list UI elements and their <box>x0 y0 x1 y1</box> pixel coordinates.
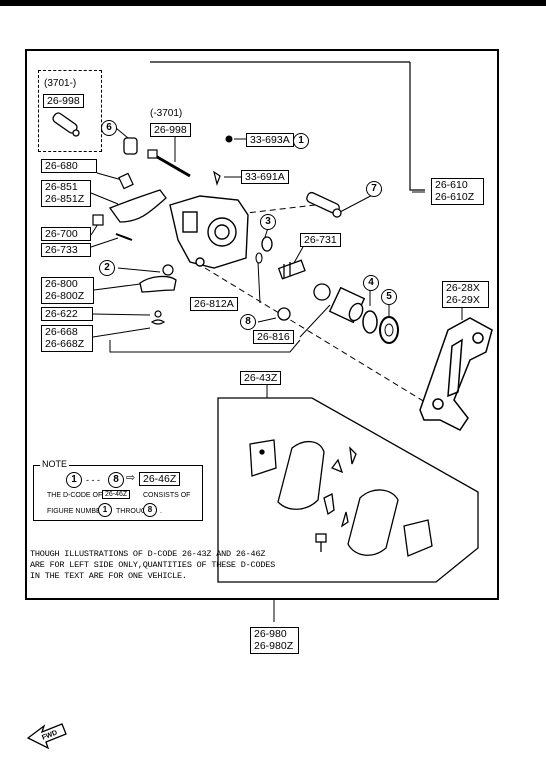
note-line2-n8: 8 <box>143 503 157 517</box>
note-part-code-26-46z[interactable]: 26-46Z <box>139 472 181 486</box>
part-code-26-816[interactable]: 26-816 <box>253 330 294 344</box>
part-code-26-43z[interactable]: 26-43Z <box>240 371 282 385</box>
part-code-26-28x-group[interactable]: 26-28X 26-29X <box>442 281 489 308</box>
part-code-26-800-group[interactable]: 26-800 26-800Z <box>41 277 94 304</box>
figure-number-4: 4 <box>363 275 379 291</box>
part-code-26-668: 26-668 <box>45 326 78 338</box>
adjuster-part <box>277 259 306 280</box>
part-code-26-610: 26-610 <box>435 179 468 191</box>
figure-number-3: 3 <box>260 214 276 230</box>
part-code-26-700[interactable]: 26-700 <box>41 227 91 241</box>
pad-kit-outline <box>217 397 479 583</box>
part-code-33-693a[interactable]: 33-693A <box>246 133 294 147</box>
caption-line-1: THOUGH ILLUSTRATIONS OF D-CODE 26-43Z AN… <box>30 549 266 559</box>
caption-line-3: IN THE TEXT ARE FOR ONE VEHICLE. <box>30 571 187 581</box>
range-from-label: (3701-) <box>44 78 77 89</box>
note-title: NOTE <box>40 459 70 469</box>
part-code-26-668z: 26-668Z <box>45 338 85 350</box>
note-line2-end: . <box>160 508 162 515</box>
note-line2-n1: 1 <box>98 503 112 517</box>
note-range-start: 1 <box>66 472 82 488</box>
figure-number-5: 5 <box>381 289 397 305</box>
part-code-26-610-group[interactable]: 26-610 26-610Z <box>431 178 484 205</box>
caliper-group-outline <box>409 62 425 191</box>
note-box <box>33 465 203 521</box>
part-code-26-610z: 26-610Z <box>435 191 475 203</box>
note-line1-b: CONSISTS OF <box>143 492 191 499</box>
part-code-26-998-a[interactable]: 26-998 <box>43 94 84 108</box>
figure-number-8: 8 <box>240 314 256 330</box>
mounting-support-part <box>419 317 493 431</box>
part-code-26-800: 26-800 <box>45 278 78 290</box>
bushing-part <box>123 137 138 155</box>
part-code-26-980z: 26-980Z <box>254 640 294 652</box>
range-to-label: (-3701) <box>150 108 183 119</box>
part-code-26-998-b[interactable]: 26-998 <box>150 123 191 137</box>
part-code-26-29x: 26-29X <box>446 294 480 306</box>
brake-pad-set <box>249 439 433 557</box>
part-code-26-812a[interactable]: 26-812A <box>190 297 238 311</box>
piston-seal-part <box>362 310 378 334</box>
part-code-26-731[interactable]: 26-731 <box>300 233 341 247</box>
piston-part <box>328 286 366 324</box>
part-code-26-680[interactable]: 26-680 <box>41 159 97 173</box>
bleeder-part <box>306 191 342 218</box>
note-line2-a: FIGURE NUMBERS <box>47 508 111 515</box>
figure-number-7: 7 <box>366 181 382 197</box>
figure-number-1: 1 <box>293 133 309 149</box>
fwd-arrow-icon <box>26 723 67 750</box>
note-range-end: 8 <box>108 472 124 488</box>
nut-part <box>277 307 291 321</box>
note-line2-b: THROUGH <box>116 508 152 515</box>
part-code-26-28x: 26-28X <box>446 282 480 294</box>
part-code-26-800z: 26-800Z <box>45 290 85 302</box>
top-black-bar <box>0 0 546 6</box>
part-code-33-691a[interactable]: 33-691A <box>241 170 289 184</box>
part-code-26-980-group[interactable]: 26-980 26-980Z <box>250 627 299 654</box>
caption-note: THOUGH ILLUSTRATIONS OF D-CODE 26-43Z AN… <box>30 549 330 582</box>
part-code-26-980: 26-980 <box>254 628 287 640</box>
assembly-frame <box>25 49 499 600</box>
caption-line-2: ARE FOR LEFT SIDE ONLY,QUANTITIES OF THE… <box>30 560 276 570</box>
guide-pin-part <box>52 112 80 137</box>
part-code-26-851-group[interactable]: 26-851 26-851Z <box>41 180 91 207</box>
lever-part <box>139 275 177 293</box>
part-code-26-668-group[interactable]: 26-668 26-668Z <box>41 325 93 352</box>
part-code-26-733[interactable]: 26-733 <box>41 243 91 257</box>
note-line1-a: THE D-CODE OF <box>47 492 103 499</box>
bracket-part <box>108 189 167 223</box>
part-code-26-851z: 26-851Z <box>45 193 85 205</box>
long-bolt-part <box>151 152 191 178</box>
note-line1-code: 26-46Z <box>102 490 131 499</box>
dust-boot-part <box>379 316 399 344</box>
note-range-dots: - - - <box>86 475 100 485</box>
figure-number-6: 6 <box>101 120 117 136</box>
part-code-26-622[interactable]: 26-622 <box>41 307 93 321</box>
variant-dashed-box <box>38 70 102 152</box>
part-code-26-851: 26-851 <box>45 181 78 193</box>
figure-number-2: 2 <box>99 260 115 276</box>
caliper-body-part <box>169 195 249 269</box>
note-arrow-icon: ⇨ <box>126 472 136 484</box>
